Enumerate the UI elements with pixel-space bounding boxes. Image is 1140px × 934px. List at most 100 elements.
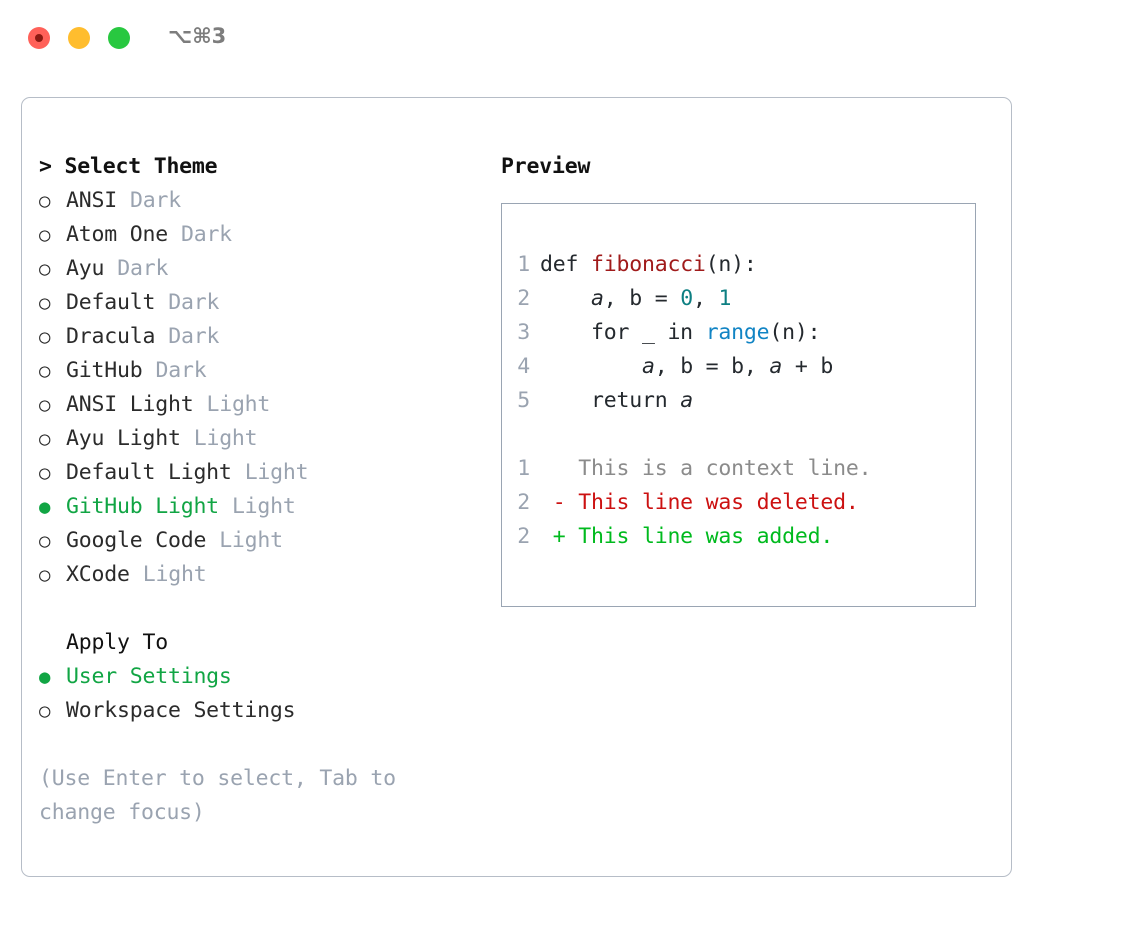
maximize-window-button[interactable] [108, 27, 130, 49]
radio-unselected-icon: ○ [39, 326, 51, 348]
diff-text: + This line was added. [540, 524, 834, 549]
code-text: a, b = 0, 1 [540, 282, 731, 316]
theme-option-label: Dracula [66, 324, 156, 349]
theme-option-label: GitHub [66, 358, 143, 383]
apply-to-option-label: User Settings [66, 664, 232, 689]
theme-option-atom-one[interactable]: ○ Atom One Dark [39, 218, 469, 252]
code-token-var: a [769, 354, 783, 379]
code-token-var: a [680, 388, 693, 413]
line-number: 2 [517, 524, 530, 549]
line-number: 3 [517, 320, 530, 345]
code-line: 2 a, b = 0, 1 [502, 282, 975, 316]
code-line: 5 return a [502, 384, 975, 418]
diff-text: - This line was deleted. [540, 490, 859, 515]
code-line: 4 a, b = b, a + b [502, 350, 975, 384]
theme-option-ayu[interactable]: ○ Ayu Dark [39, 252, 469, 286]
theme-option-label: Default [66, 290, 156, 315]
line-number: 5 [517, 388, 530, 413]
theme-option-label: ANSI [66, 188, 117, 213]
theme-option-label: GitHub Light [66, 494, 219, 519]
diff-line-deleted: 2 - This line was deleted. [502, 486, 975, 520]
theme-option-label: Default Light [66, 460, 232, 485]
diff-line-added: 2 + This line was added. [502, 520, 975, 554]
line-number: 4 [517, 354, 530, 379]
code-token-plain: for _ in [540, 320, 706, 345]
code-line: 1 def fibonacci(n): [502, 248, 975, 282]
theme-option-label: Atom One [66, 222, 168, 247]
theme-option-category: Dark [129, 188, 181, 213]
code-token-plain: def [540, 252, 591, 277]
code-line: 3 for _ in range(n): [502, 316, 975, 350]
code-token-plain: + b [782, 354, 834, 379]
code-text: return a [540, 384, 693, 418]
theme-option-category: Light [142, 562, 207, 587]
code-token-func: fibonacci [590, 252, 706, 277]
radio-unselected-icon: ○ [39, 292, 51, 314]
preview-heading: Preview [501, 154, 591, 179]
keyboard-hint-text: (Use Enter to select, Tab to change focu… [39, 766, 396, 825]
radio-unselected-icon: ○ [39, 224, 51, 246]
code-token-plain: (n): [769, 320, 821, 345]
theme-option-category: Dark [180, 222, 232, 247]
apply-to-list: ●User Settings○Workspace Settings [39, 660, 469, 728]
code-token-plain [540, 354, 642, 379]
code-token-plain: , b = [603, 286, 681, 311]
code-token-num: 0 [680, 286, 693, 311]
line-number: 2 [517, 490, 530, 515]
minimize-window-button[interactable] [68, 27, 90, 49]
code-token-var: a [590, 286, 604, 311]
code-text: a, b = b, a + b [540, 350, 833, 384]
line-number: 1 [517, 252, 530, 277]
theme-option-category: Dark [117, 256, 169, 281]
keyboard-shortcut-label: ⌥⌘3 [168, 24, 227, 48]
code-token-plain: , b = b, [654, 354, 770, 379]
code-token-plain: , [692, 286, 719, 311]
apply-to-option-label: Workspace Settings [66, 698, 296, 723]
code-token-builtin: range [705, 320, 770, 345]
apply-to-option-user-settings[interactable]: ●User Settings [39, 660, 469, 694]
radio-unselected-icon: ○ [39, 394, 51, 416]
close-window-button[interactable] [28, 27, 50, 49]
theme-option-category: Dark [155, 358, 207, 383]
line-number: 2 [517, 286, 530, 311]
code-token-plain [540, 286, 591, 311]
theme-option-default[interactable]: ○ Default Dark [39, 286, 469, 320]
theme-option-category: Dark [168, 290, 220, 315]
theme-option-ansi-light[interactable]: ○ ANSI Light Light [39, 388, 469, 422]
theme-option-category: Light [244, 460, 309, 485]
theme-option-category: Light [219, 528, 283, 553]
code-text: for _ in range(n): [540, 316, 821, 350]
select-theme-heading: > Select Theme [39, 154, 218, 179]
code-token-num: 1 [718, 286, 732, 311]
theme-option-label: XCode [66, 562, 130, 587]
apply-to-option-workspace-settings[interactable]: ○Workspace Settings [39, 694, 469, 728]
code-text: def fibonacci(n): [540, 248, 757, 282]
code-token-plain: return [540, 388, 681, 413]
radio-unselected-icon: ○ [39, 530, 51, 552]
theme-option-category: Light [206, 392, 271, 417]
radio-unselected-icon: ○ [39, 258, 51, 280]
theme-option-label: Ayu [66, 256, 105, 281]
radio-selected-icon: ● [39, 496, 51, 518]
preview-gap [502, 418, 975, 452]
apply-to-heading: Apply To [66, 630, 168, 655]
theme-option-label: ANSI Light [66, 392, 194, 417]
code-token-plain: (n): [705, 252, 757, 277]
code-token-var: a [641, 354, 655, 379]
theme-option-label: Ayu Light [66, 426, 181, 451]
theme-option-category: Light [193, 426, 258, 451]
